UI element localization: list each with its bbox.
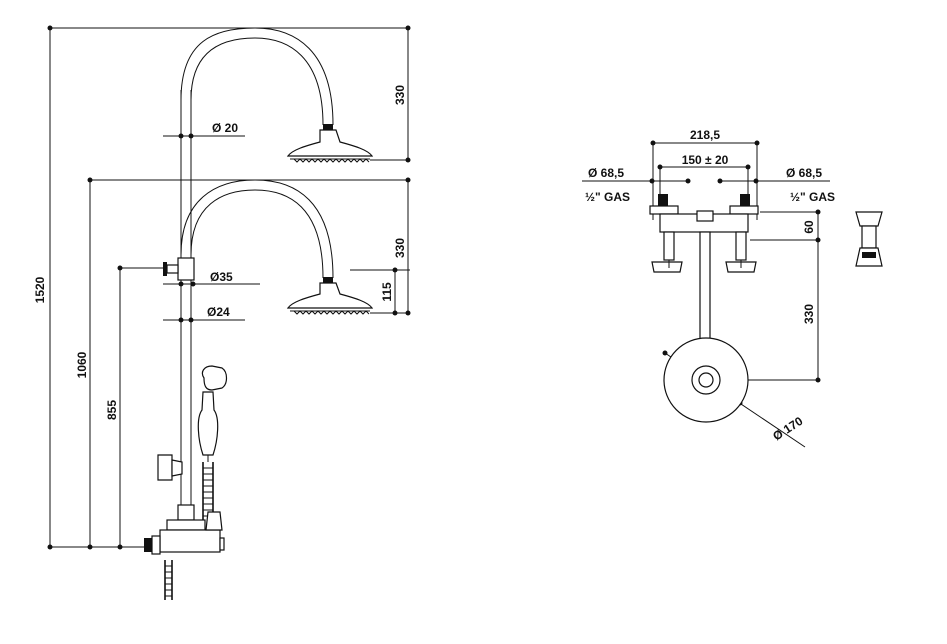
wall-holder <box>157 454 183 481</box>
small-head-profile <box>855 211 883 267</box>
lower-arm <box>180 179 374 315</box>
front-view: 218,5 150 ± 20 Ø 68,5 Ø 68,5 ½" GAS ½" G… <box>582 128 883 448</box>
side-view: 1520 330 Ø 20 330 1060 855 Ø35 115 Ø24 <box>33 25 411 600</box>
width-outer-label: 218,5 <box>690 128 720 142</box>
head-height-label: 115 <box>380 282 394 302</box>
bracket-diameter-label: Ø35 <box>210 270 233 284</box>
mixer-height-label: 1060 <box>75 351 89 378</box>
rosette-diameter-label: Ø 170 <box>770 414 805 444</box>
diverter-bracket <box>163 257 195 281</box>
dimension-dots <box>47 25 411 550</box>
tap-height-label: 855 <box>105 400 119 420</box>
right-flange-label: Ø 68,5 <box>786 166 822 180</box>
left-thread-label: ½" GAS <box>585 190 630 204</box>
lower-arm-height-label: 330 <box>393 238 407 258</box>
total-height-label: 1520 <box>33 276 47 303</box>
body-offset-label: 60 <box>802 220 816 234</box>
mixer-front <box>649 194 759 273</box>
pipe-diameter-label: Ø 20 <box>212 121 238 135</box>
reference-lines <box>50 27 410 548</box>
upper-arm <box>180 27 374 163</box>
vertical-dimensions <box>49 28 409 547</box>
arm-length-label: 330 <box>802 304 816 324</box>
centres-label: 150 ± 20 <box>682 153 729 167</box>
riser-pipe <box>180 90 192 510</box>
mixer-body <box>144 504 225 555</box>
left-flange-label: Ø 68,5 <box>588 166 624 180</box>
shower-rosette <box>663 337 749 423</box>
hand-shower <box>197 365 228 462</box>
right-thread-label: ½" GAS <box>790 190 835 204</box>
lower-pipe-diameter-label: Ø24 <box>207 305 230 319</box>
front-dimension-dots <box>649 140 821 406</box>
upper-arm-height-label: 330 <box>393 85 407 105</box>
